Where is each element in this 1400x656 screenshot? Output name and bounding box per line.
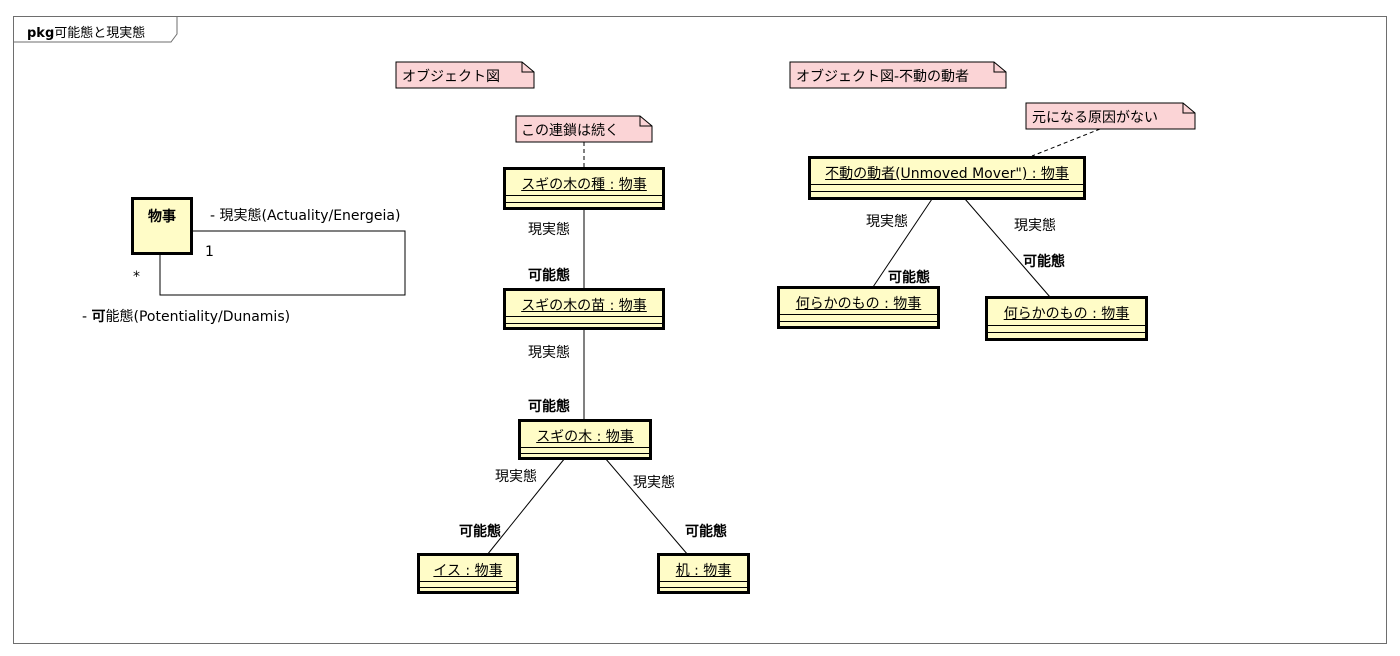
object-tree[interactable]: スギの木 : 物事 — [518, 419, 652, 460]
object-something-left-slot — [780, 314, 937, 315]
note-object-diagram-unmoved-shape — [789, 61, 1007, 89]
object-desk[interactable]: 机 : 物事 — [657, 553, 750, 594]
label-potentiality-3: 可能態 — [459, 524, 501, 540]
label-potentiality-1: 可能態 — [528, 268, 570, 284]
multiplicity-one: 1 — [205, 244, 214, 260]
link-mover-left — [872, 198, 933, 288]
role-potentiality-bold: 可 — [91, 309, 106, 325]
note-object-diagram-unmoved[interactable]: オブジェクト図-不動の動者 — [796, 69, 970, 85]
object-seed-slot2 — [506, 202, 662, 203]
label-actuality-6: 現実態 — [1014, 218, 1056, 234]
object-something-right-name: 何らかのもの : 物事 — [1003, 306, 1130, 322]
object-something-left[interactable]: 何らかのもの : 物事 — [777, 286, 940, 329]
object-something-left-name: 何らかのもの : 物事 — [795, 296, 922, 312]
object-tree-slot2 — [521, 453, 649, 454]
role-actuality: - 現実態(Actuality/Energeia) — [210, 208, 401, 224]
object-chair-slot — [420, 581, 516, 582]
object-unmoved-mover[interactable]: 不動の動者(Unmoved Mover") : 物事 — [808, 156, 1086, 200]
object-something-right-slot — [988, 325, 1145, 326]
object-tree-slot — [521, 447, 649, 448]
object-seed-name: スギの木の種 : 物事 — [521, 177, 647, 193]
object-desk-slot2 — [660, 587, 747, 588]
object-tree-name: スギの木 : 物事 — [536, 429, 634, 445]
object-something-right[interactable]: 何らかのもの : 物事 — [985, 296, 1148, 341]
self-association-line — [159, 230, 406, 296]
note-no-cause[interactable]: 元になる原因がない — [1032, 110, 1158, 126]
object-seedling[interactable]: スギの木の苗 : 物事 — [503, 288, 665, 330]
link-mover-right — [964, 198, 1051, 298]
object-chair-slot2 — [420, 587, 516, 588]
label-actuality-4: 現実態 — [633, 475, 675, 491]
label-potentiality-6: 可能態 — [1023, 254, 1065, 270]
label-potentiality-5: 可能態 — [888, 270, 930, 286]
object-desk-name: 机 : 物事 — [675, 563, 732, 579]
role-potentiality: - 可能態(Potentiality/Dunamis) — [82, 306, 290, 326]
package-kind: pkg — [27, 26, 55, 41]
object-seedling-name: スギの木の苗 : 物事 — [521, 298, 647, 314]
note-chain-continues[interactable]: この連鎖は続く — [521, 123, 619, 139]
object-unmoved-mover-slot2 — [811, 191, 1083, 192]
label-actuality-1: 現実態 — [528, 222, 570, 238]
label-actuality-5: 現実態 — [866, 214, 908, 230]
package-frame-title: pkg可能態と現実態 — [27, 22, 145, 41]
link-tree-desk — [604, 457, 689, 556]
note-object-diagram[interactable]: オブジェクト図 — [402, 69, 500, 85]
label-actuality-3: 現実態 — [495, 469, 537, 485]
label-potentiality-4: 可能態 — [685, 524, 727, 540]
object-seed-slot — [506, 195, 662, 196]
object-something-right-slot2 — [988, 332, 1145, 333]
class-thing-name: 物事 — [148, 209, 176, 225]
role-potentiality-prefix: - — [82, 309, 92, 325]
frame-tab-outline — [13, 16, 178, 43]
note-object-diagram-shape — [395, 61, 535, 89]
object-chair-name: イス : 物事 — [433, 563, 503, 579]
note-chain-continues-shape — [515, 115, 653, 143]
object-seedling-slot — [506, 316, 662, 317]
object-seedling-slot2 — [506, 323, 662, 324]
role-potentiality-rest: 能態(Potentiality/Dunamis) — [105, 309, 291, 325]
multiplicity-many: * — [133, 269, 140, 285]
label-actuality-2: 現実態 — [528, 345, 570, 361]
object-chair[interactable]: イス : 物事 — [417, 553, 519, 594]
label-potentiality-2: 可能態 — [528, 399, 570, 415]
note-anchor-no-cause — [1031, 128, 1101, 157]
object-desk-slot — [660, 581, 747, 582]
note-no-cause-shape — [1025, 102, 1196, 130]
link-tree-chair — [486, 457, 566, 556]
package-frame — [13, 16, 1387, 644]
object-something-left-slot2 — [780, 321, 937, 322]
object-seed[interactable]: スギの木の種 : 物事 — [503, 167, 665, 210]
object-unmoved-mover-name: 不動の動者(Unmoved Mover") : 物事 — [825, 166, 1069, 182]
package-name: 可能態と現実態 — [54, 26, 146, 41]
class-thing[interactable]: 物事 — [131, 197, 193, 255]
object-unmoved-mover-slot — [811, 184, 1083, 185]
